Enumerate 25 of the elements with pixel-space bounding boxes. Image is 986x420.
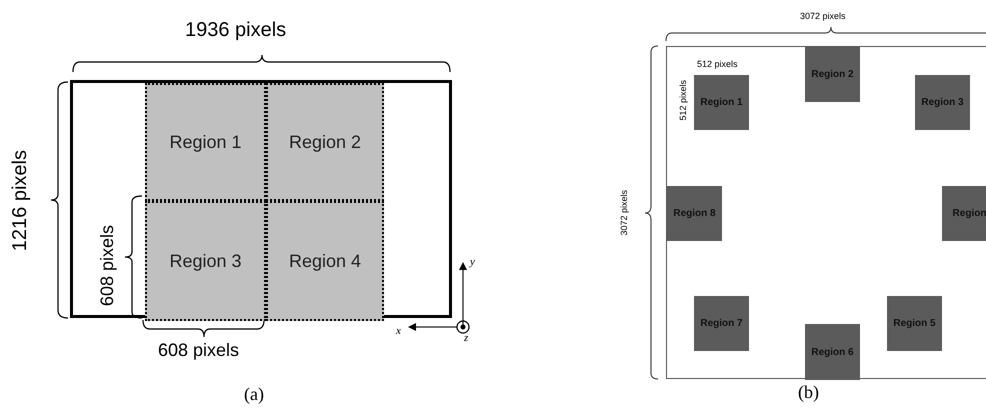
dimension-label: 1216 pixels: [10, 150, 30, 252]
dimension-label: 3072 pixels: [620, 190, 629, 236]
region-square: Region 4: [266, 201, 384, 321]
panel-label: (a): [244, 385, 264, 403]
region-square: Region 1: [694, 75, 749, 130]
region-square: Region 2: [266, 83, 384, 201]
axis-label: y: [470, 257, 475, 268]
region-square: Region 2: [805, 47, 860, 102]
region-square: Region: [942, 186, 986, 241]
region-square: Region 1: [145, 83, 266, 201]
region-square: Region 8: [667, 186, 722, 241]
dimension-label: 3072 pixels: [800, 12, 846, 21]
axis-label: z: [464, 333, 468, 344]
region-square: Region 6: [805, 324, 860, 380]
axis-label: x: [396, 326, 401, 337]
image-frame: [666, 46, 986, 379]
dimension-label: 1936 pixels: [185, 20, 286, 40]
image-frame: [70, 80, 452, 318]
region-square: Region 3: [915, 75, 970, 130]
dimension-label: 608 pixels: [98, 225, 116, 306]
panel-label: (b): [798, 383, 819, 401]
region-square: Region 7: [694, 296, 749, 351]
region-square: Region 5: [887, 296, 942, 351]
dimension-label: 608 pixels: [158, 341, 240, 359]
region-square: Region 3: [145, 201, 266, 321]
